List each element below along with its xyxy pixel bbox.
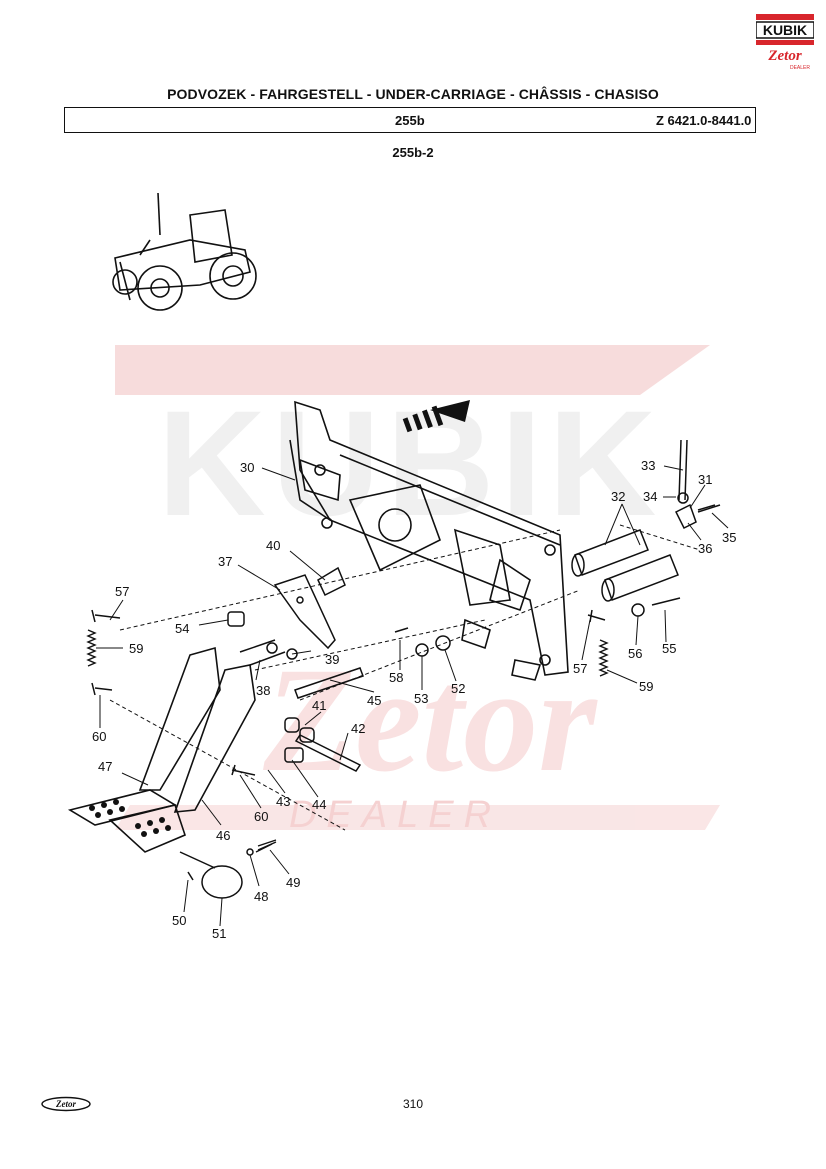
switch-plate — [273, 566, 346, 650]
callout-42: 42 — [351, 721, 365, 736]
direction-arrow — [402, 400, 470, 433]
callout-58: 58 — [389, 670, 403, 685]
callout-60b: 60 — [254, 809, 268, 824]
brake-pedals — [67, 646, 256, 853]
watermark-dealer-text: DEALER — [289, 794, 501, 836]
tractor-thumbnail — [112, 192, 257, 311]
callout-44: 44 — [312, 797, 326, 812]
callout-41: 41 — [312, 698, 326, 713]
page-number: 310 — [402, 1097, 424, 1111]
callout-54: 54 — [175, 621, 189, 636]
callout-45: 45 — [367, 693, 381, 708]
footer-logo-text: Zetor — [55, 1099, 76, 1109]
callout-59a: 59 — [129, 641, 143, 656]
callout-60a: 60 — [92, 729, 106, 744]
callout-59b: 59 — [639, 679, 653, 694]
callout-32: 32 — [611, 489, 625, 504]
callout-46: 46 — [216, 828, 230, 843]
subsection-number: 255b-2 — [392, 145, 434, 160]
logo-zetor-text: Zetor — [767, 48, 801, 64]
callout-35: 35 — [722, 530, 736, 545]
logo-dealer-text: DEALER — [790, 65, 810, 71]
callout-56: 56 — [628, 646, 642, 661]
callout-49: 49 — [286, 875, 300, 890]
callout-34: 34 — [643, 489, 657, 504]
header-box — [64, 107, 756, 133]
watermark-kubik-text: KUBIK — [158, 379, 663, 547]
kubik-zetor-logo: KUBIK Zetor DEALER — [756, 14, 814, 71]
callout-43: 43 — [276, 794, 290, 809]
callout-30: 30 — [240, 460, 254, 475]
callout-39: 39 — [325, 652, 339, 667]
pedal-bracket-frame — [289, 400, 569, 681]
callout-55: 55 — [662, 641, 676, 656]
callout-57b: 57 — [573, 661, 587, 676]
watermark-zetor-text: Zetor — [262, 637, 598, 803]
callout-48: 48 — [254, 889, 268, 904]
latch-knob — [179, 848, 254, 899]
callout-37: 37 — [218, 554, 232, 569]
footer-zetor-logo: Zetor — [41, 1096, 91, 1112]
callout-numbers: 30 31 32 33 34 35 36 37 38 39 40 41 42 4… — [92, 458, 736, 941]
callout-40: 40 — [266, 538, 280, 553]
callout-53: 53 — [414, 691, 428, 706]
callout-38: 38 — [256, 683, 270, 698]
shafts-and-bolts — [91, 504, 716, 776]
page-title: PODVOZEK - FAHRGESTELL - UNDER-CARRIAGE … — [167, 86, 659, 102]
callout-57a: 57 — [115, 584, 129, 599]
logo-kubik-text: KUBIK — [763, 22, 807, 38]
callout-31: 31 — [698, 472, 712, 487]
model-code: Z 6421.0-8441.0 — [656, 113, 752, 128]
callout-leaders — [96, 465, 729, 927]
master-cylinders — [571, 439, 721, 602]
springs — [86, 629, 609, 853]
assembly-lines — [109, 524, 701, 831]
callout-50: 50 — [172, 913, 186, 928]
callout-47: 47 — [98, 759, 112, 774]
section-number: 255b — [395, 113, 425, 128]
callout-36: 36 — [698, 541, 712, 556]
callout-33: 33 — [641, 458, 655, 473]
callout-52: 52 — [451, 681, 465, 696]
callout-51: 51 — [212, 926, 226, 941]
